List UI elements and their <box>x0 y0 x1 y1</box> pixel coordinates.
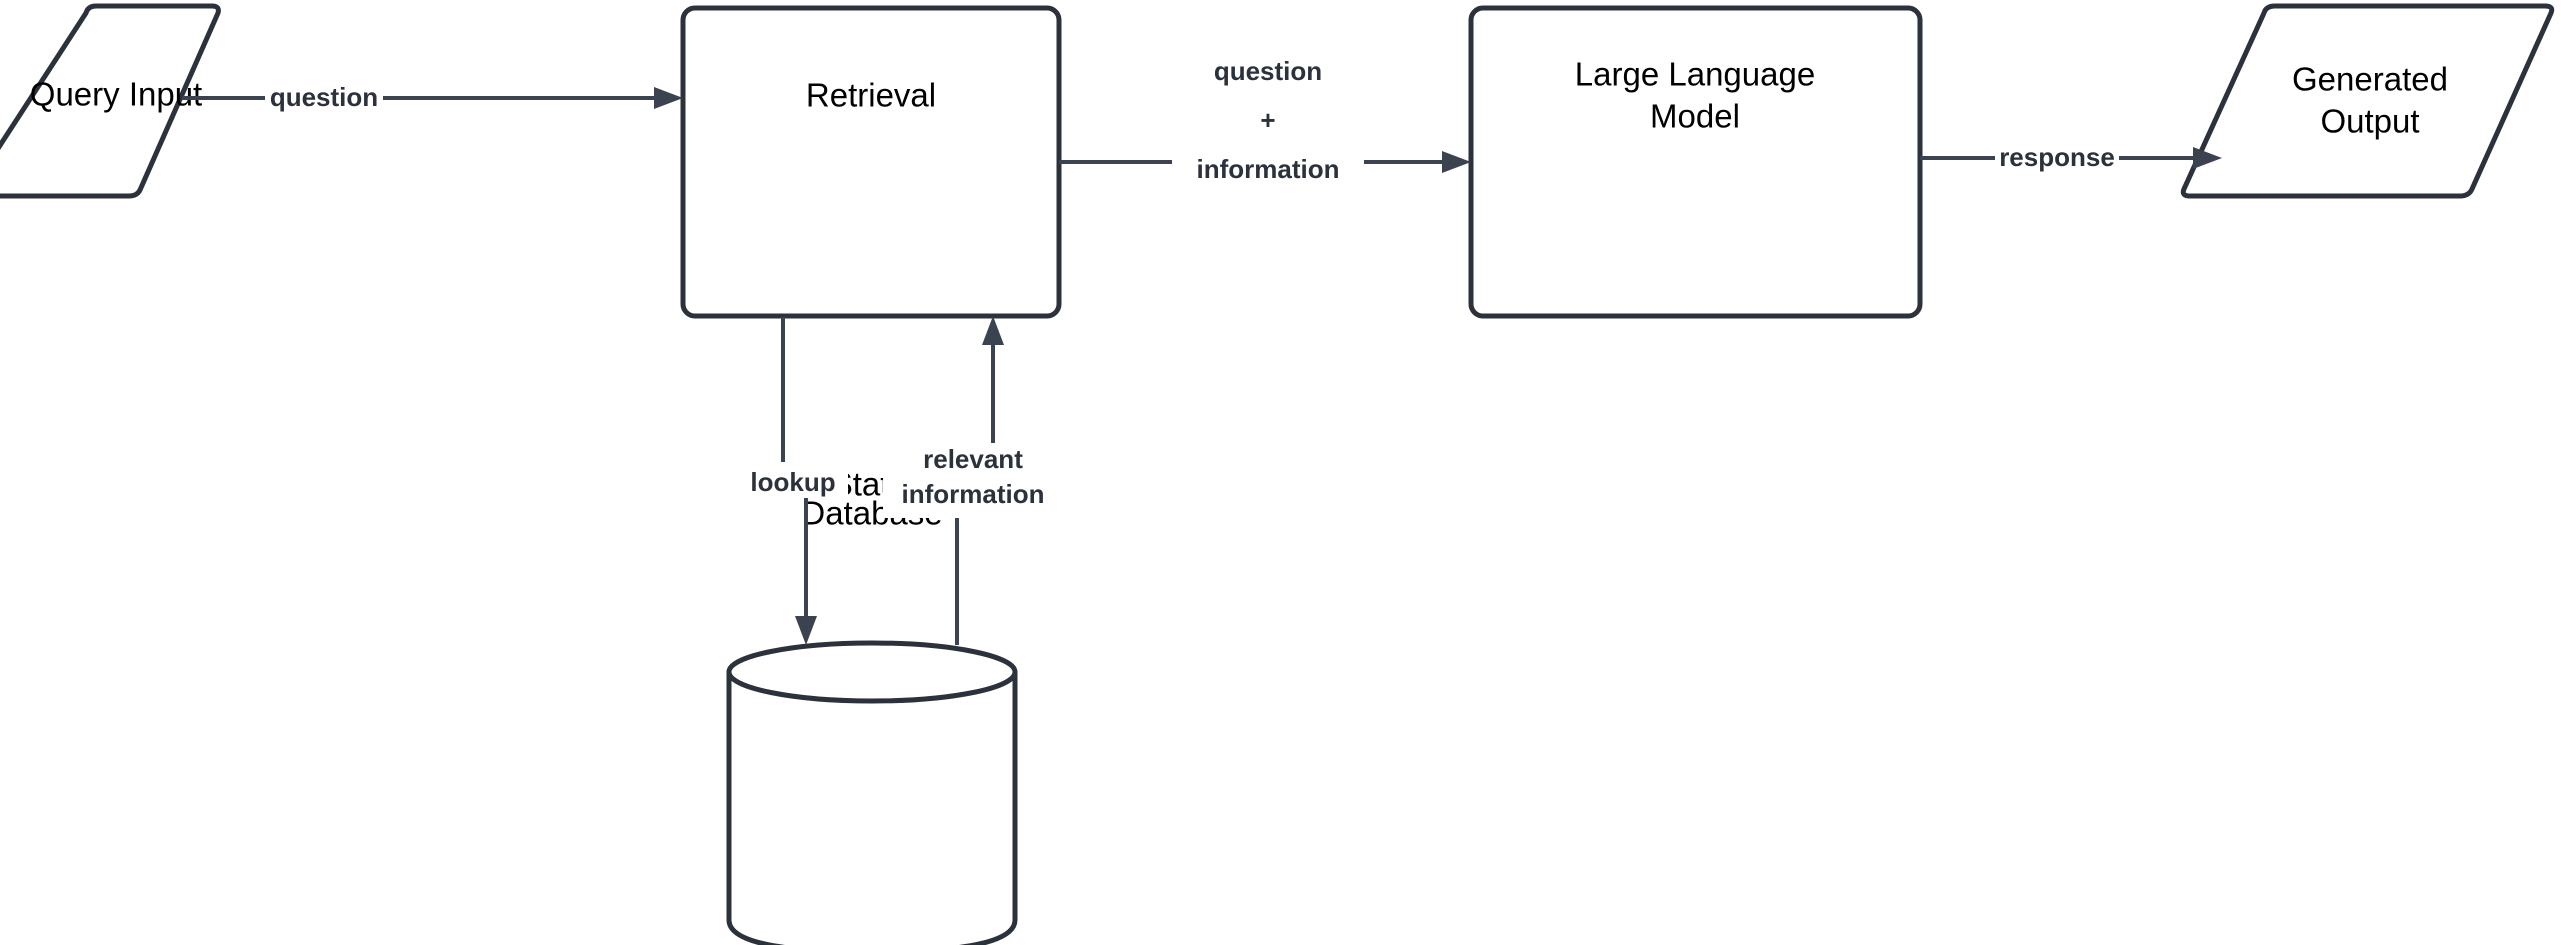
edge-llm-to-output-arrowhead <box>2193 147 2222 169</box>
edge-database-to-retrieval-label-bg <box>883 443 1063 518</box>
edge-database-to-retrieval: relevant information <box>883 316 1063 645</box>
edge-llm-to-output: response <box>1920 142 2222 173</box>
edge-query-to-retrieval-label: question <box>270 82 378 112</box>
static-database-top-ellipse <box>726 640 1018 704</box>
edge-retrieval-to-llm-label-line-2: + <box>1260 105 1275 135</box>
edge-retrieval-to-llm-arrowhead <box>1442 151 1471 173</box>
large-language-model-label-line-2: Model <box>1650 98 1740 135</box>
large-language-model-shape[interactable] <box>1468 5 1923 319</box>
generated-output-label-line-1: Generated <box>2292 61 2448 98</box>
edge-retrieval-to-database-label-bg <box>738 466 848 498</box>
static-database-body[interactable] <box>726 669 1018 945</box>
edge-retrieval-to-llm-label-line-1: question <box>1214 56 1322 86</box>
edge-query-to-retrieval-arrowhead <box>654 87 683 109</box>
generated-output-label-line-2: Output <box>2320 103 2419 140</box>
edge-retrieval-to-llm: question + information <box>1059 56 1471 184</box>
edge-retrieval-to-llm-label-bg <box>1172 56 1364 180</box>
edge-database-to-retrieval-arrowhead <box>982 316 1004 345</box>
edge-database-to-retrieval-label-line-2: information <box>902 479 1045 509</box>
query-input-label: Query Input <box>30 76 202 113</box>
edge-retrieval-to-database-label: lookup <box>750 467 835 497</box>
edge-retrieval-to-llm-label-line-3: information <box>1197 154 1340 184</box>
edge-retrieval-to-database: lookup <box>738 317 848 645</box>
edge-retrieval-to-database-arrowhead <box>795 616 817 645</box>
node-retrieval[interactable]: Retrieval <box>680 5 1062 319</box>
retrieval-label: Retrieval <box>806 77 936 114</box>
edge-query-to-retrieval: question <box>182 82 683 113</box>
query-input-shape[interactable] <box>0 3 221 199</box>
generated-output-shape[interactable] <box>2180 3 2555 199</box>
edge-llm-to-output-label: response <box>1999 142 2115 172</box>
node-static-database[interactable]: Static Database <box>726 466 1018 945</box>
edge-database-to-retrieval-label-line-1: relevant <box>923 444 1023 474</box>
node-query-input[interactable]: Query Input <box>0 3 221 199</box>
edge-query-to-retrieval-label-bg <box>265 84 383 113</box>
node-large-language-model[interactable]: Large Language Model <box>1468 5 1923 319</box>
large-language-model-label-line-1: Large Language <box>1575 56 1815 93</box>
node-generated-output[interactable]: Generated Output <box>2180 3 2555 199</box>
edge-llm-to-output-label-bg <box>1995 144 2119 173</box>
retrieval-shape[interactable] <box>680 5 1062 319</box>
